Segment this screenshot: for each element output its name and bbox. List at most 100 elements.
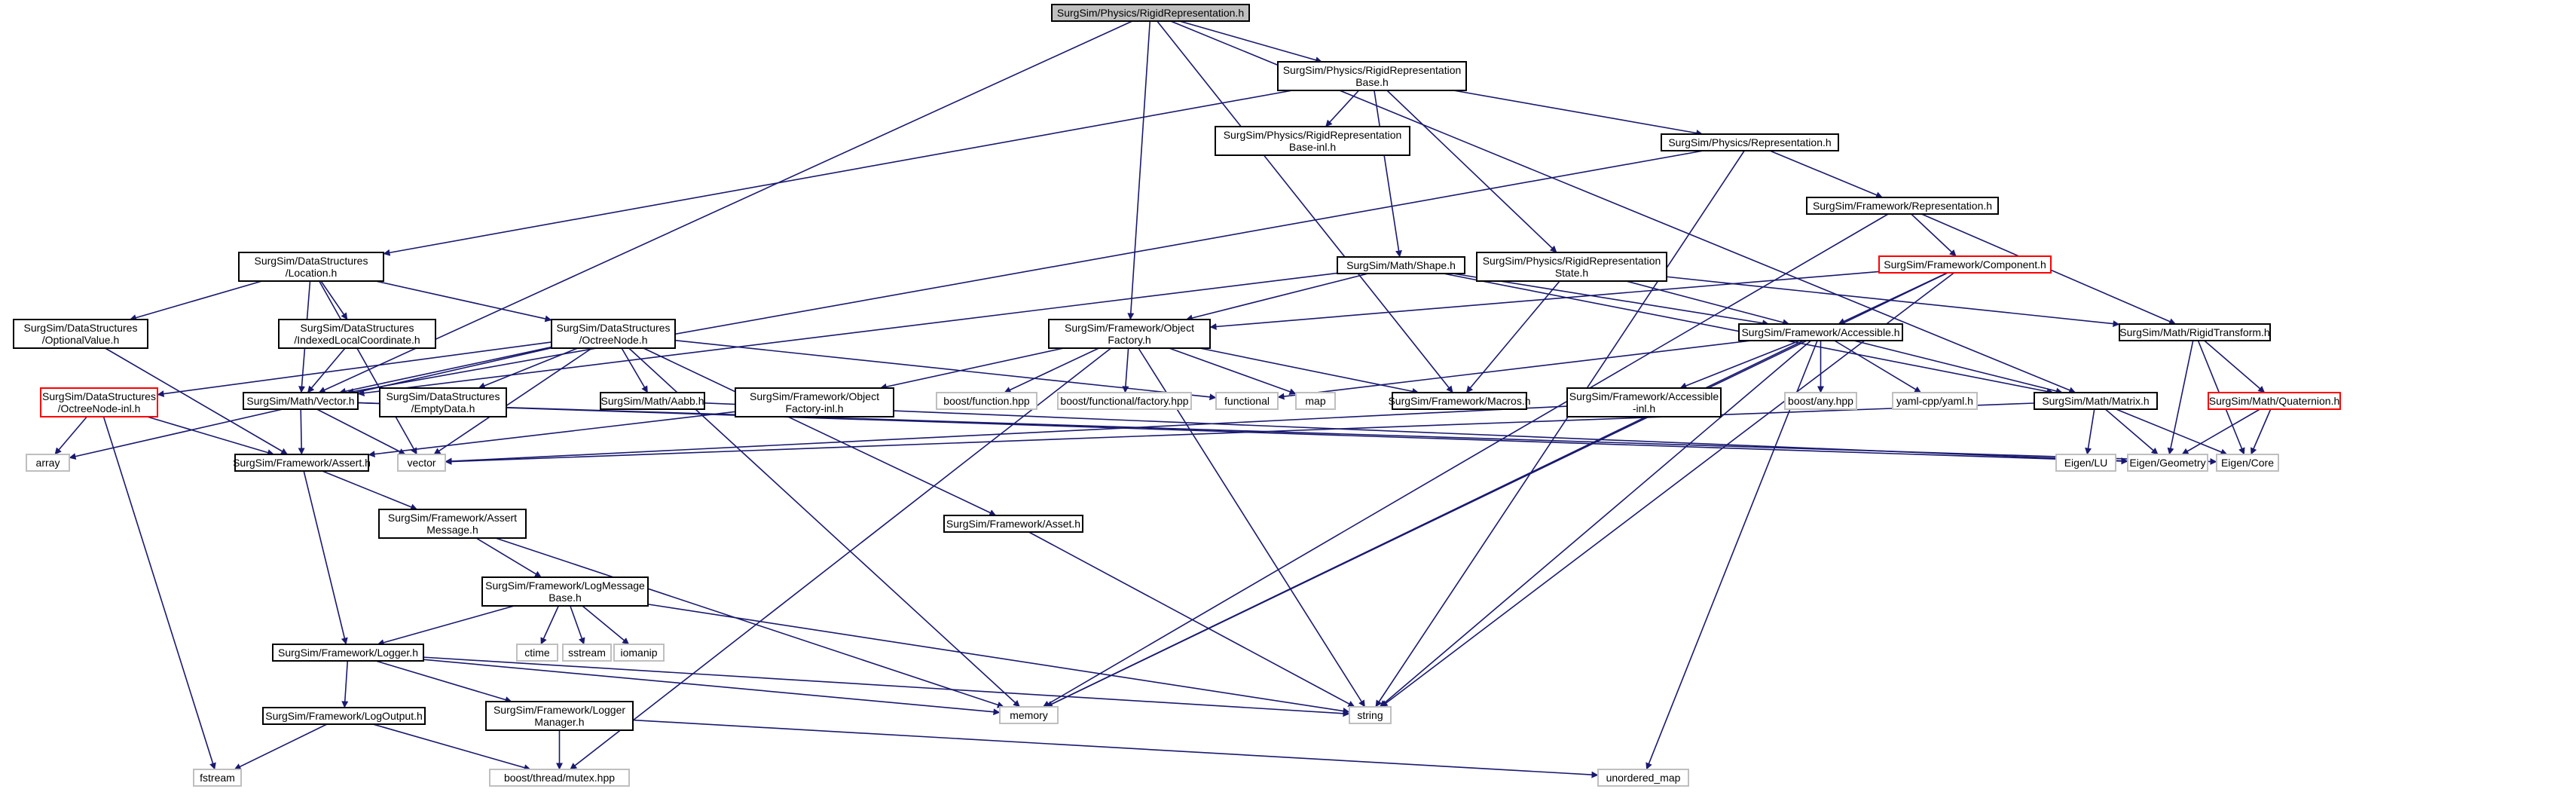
- edge-matrix-to-vectorstd: [445, 402, 2035, 466]
- edge-accessible-to-matrix: [1853, 340, 2063, 395]
- node-label: boost/thread/mutex.hpp: [504, 772, 615, 784]
- node-label: SurgSim/Physics/RigidRepresentation: [1483, 255, 1661, 267]
- edge-octreeinl-to-fstream: [102, 416, 216, 770]
- node-box: [1661, 133, 1839, 151]
- edge-objfac-to-boostfnfac: [1122, 347, 1129, 393]
- node-component[interactable]: SurgSim/Framework/Component.h: [1878, 255, 2052, 274]
- node-label: SurgSim/Math/Aabb.h: [601, 395, 704, 407]
- edges-layer: [54, 20, 2272, 778]
- node-box: [735, 387, 894, 417]
- edge-root-to-rrbase: [1179, 20, 1322, 63]
- node-matrix[interactable]: SurgSim/Math/Matrix.h: [2034, 392, 2158, 410]
- node-rrstate[interactable]: SurgSim/Physics/RigidRepresentationState…: [1476, 252, 1667, 282]
- node-logout[interactable]: SurgSim/Framework/LogOutput.h: [262, 707, 426, 725]
- node-shape[interactable]: SurgSim/Math/Shape.h: [1337, 256, 1465, 274]
- edge-matrix-to-eigenlu: [2085, 408, 2095, 455]
- node-label: /IndexedLocalCoordinate.h: [294, 334, 420, 346]
- node-label: Message.h: [426, 524, 478, 536]
- edge-logmsg-to-string: [647, 604, 1350, 714]
- node-box: [2216, 454, 2279, 472]
- node-macros[interactable]: SurgSim/Framework/Macros.h: [1388, 392, 1531, 410]
- node-box: [2127, 454, 2208, 472]
- node-mutex: boost/thread/mutex.hpp: [489, 769, 630, 787]
- edge-rrbase-to-location: [383, 90, 1293, 256]
- edge-accinl-to-vectorstd: [445, 405, 1568, 465]
- node-label: SurgSim/Framework/LogMessage: [485, 579, 645, 592]
- node-ctime: ctime: [516, 644, 558, 662]
- node-octreeinl[interactable]: SurgSim/DataStructures/OctreeNode-inl.h: [40, 387, 158, 417]
- node-box: [243, 392, 359, 410]
- node-box: [1738, 323, 1903, 341]
- node-label: SurgSim/Physics/RigidRepresentation: [1283, 64, 1462, 76]
- node-label: SurgSim/Framework/LogOutput.h: [265, 710, 423, 722]
- node-label: SurgSim/Framework/Logger: [494, 704, 625, 716]
- node-root[interactable]: SurgSim/Physics/RigidRepresentation.h: [1051, 4, 1250, 22]
- node-box: [1806, 197, 1999, 215]
- edge-logout-to-mutex: [372, 723, 531, 771]
- node-location[interactable]: SurgSim/DataStructures/Location.h: [238, 252, 384, 282]
- edge-assertmsg-to-memory: [495, 537, 1004, 708]
- node-vector[interactable]: SurgSim/Math/Vector.h: [243, 392, 359, 410]
- node-box: [2055, 454, 2116, 472]
- node-idxloc[interactable]: SurgSim/DataStructures/IndexedLocalCoord…: [278, 319, 436, 349]
- node-rrbase[interactable]: SurgSim/Physics/RigidRepresentationBase.…: [1277, 61, 1467, 91]
- node-vectorstd: vector: [397, 454, 446, 472]
- edge-shape-to-accessible: [1453, 273, 1770, 327]
- node-box: [1295, 392, 1336, 410]
- node-eigengeo: Eigen/Geometry: [2127, 454, 2208, 472]
- node-quat[interactable]: SurgSim/Math/Quaternion.h: [2208, 392, 2341, 410]
- node-box: [551, 319, 676, 349]
- node-octree[interactable]: SurgSim/DataStructures/OctreeNode.h: [551, 319, 676, 349]
- node-boostfnfac: boost/functional/factory.hpp: [1057, 392, 1192, 410]
- node-label: Manager.h: [534, 716, 584, 728]
- node-label: SurgSim/DataStructures: [387, 390, 500, 402]
- edge-octreeinl-to-assert: [147, 416, 274, 456]
- edge-location-to-idxloc: [320, 280, 348, 320]
- node-emptydata[interactable]: SurgSim/DataStructures/EmptyData.h: [379, 387, 507, 417]
- node-label: /OctreeNode.h: [579, 334, 647, 346]
- node-asset[interactable]: SurgSim/Framework/Asset.h: [943, 515, 1083, 533]
- node-box: [278, 319, 436, 349]
- node-iomanip: iomanip: [613, 644, 665, 662]
- edge-rrstate-to-accessible: [1625, 280, 1790, 326]
- node-box: [1392, 392, 1527, 410]
- node-box: [485, 701, 634, 731]
- node-rigidtf[interactable]: SurgSim/Math/RigidTransform.h: [2119, 323, 2271, 341]
- node-aabb[interactable]: SurgSim/Math/Aabb.h: [600, 392, 705, 410]
- node-logger[interactable]: SurgSim/Framework/Logger.h: [272, 644, 424, 662]
- node-assert[interactable]: SurgSim/Framework/Assert.h: [233, 454, 371, 472]
- node-accinl[interactable]: SurgSim/Framework/Accessible-inl.h: [1566, 387, 1722, 417]
- node-physrep[interactable]: SurgSim/Physics/Representation.h: [1661, 133, 1839, 151]
- node-box: [272, 644, 424, 662]
- edge-logmgr-to-unordmap: [632, 719, 1599, 778]
- edge-matrix-to-eigencore: [2116, 408, 2228, 455]
- node-label: Base.h: [549, 592, 582, 604]
- node-optval[interactable]: SurgSim/DataStructures/OptionalValue.h: [13, 319, 148, 349]
- node-label: map: [1305, 395, 1325, 407]
- node-label: Base.h: [1355, 76, 1389, 88]
- node-box: [2119, 323, 2271, 341]
- node-box: [193, 769, 242, 787]
- edge-matrix-to-eigengeo: [2104, 408, 2159, 455]
- node-box: [1048, 319, 1211, 349]
- edge-quat-to-eigengeo: [2181, 408, 2260, 455]
- node-rrbaseinl[interactable]: SurgSim/Physics/RigidRepresentationBase-…: [1215, 126, 1410, 156]
- edge-logger-to-logmgr: [375, 660, 512, 703]
- node-accessible[interactable]: SurgSim/Framework/Accessible.h: [1738, 323, 1903, 341]
- edge-root-to-objfac: [1127, 20, 1151, 320]
- node-label: ctime: [524, 647, 550, 659]
- node-fwrep[interactable]: SurgSim/Framework/Representation.h: [1806, 197, 1999, 215]
- node-label: SurgSim/Framework/Assert: [388, 512, 517, 524]
- node-eigencore: Eigen/Core: [2216, 454, 2279, 472]
- node-label: SurgSim/Framework/Assert.h: [233, 457, 371, 469]
- node-label: SurgSim/Math/Matrix.h: [2042, 395, 2149, 407]
- edge-location-to-vectorstd: [319, 280, 417, 455]
- node-box: [238, 252, 384, 282]
- node-label: SurgSim/Framework/Object: [750, 390, 879, 402]
- edge-rrstate-to-rigidtf: [1666, 276, 2120, 328]
